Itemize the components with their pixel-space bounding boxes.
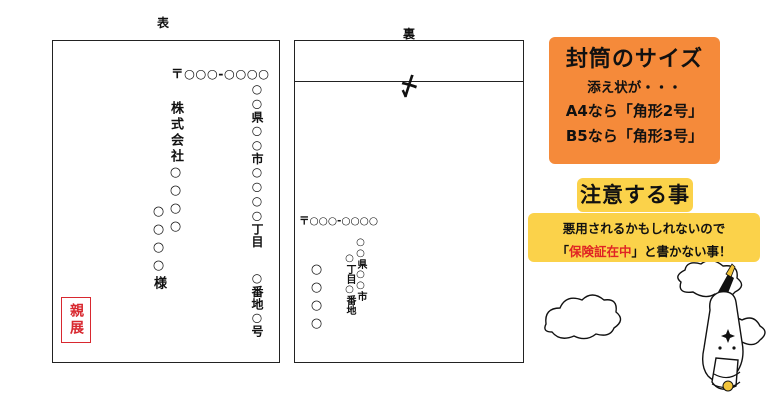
back-label: 裏 — [403, 27, 416, 41]
back-address-line2: ○丁目○番地 — [344, 253, 355, 315]
back-envelope: 〆 〒○○○-○○○○ ○○県○○市 ○丁目○番地 ○○○○ — [294, 40, 524, 363]
cloud-icon — [544, 294, 622, 340]
sender-name: ○○○○ — [309, 262, 324, 334]
back-postal-code: 〒○○○-○○○○ — [299, 215, 378, 227]
size-panel-line3: B5なら「角形3号」 — [565, 127, 704, 145]
front-label: 表 — [157, 16, 170, 30]
caution-title-panel: 注意する事 — [577, 178, 693, 212]
decorative-illustration — [544, 262, 766, 392]
size-panel-title: 封筒のサイズ — [565, 47, 704, 72]
recipient-name: ○○○○様 — [151, 204, 166, 292]
back-address-line1: ○○県○○市 — [355, 237, 366, 301]
size-panel-line1: 添え状が・・・ — [587, 80, 682, 96]
envelope-flap-line — [295, 81, 523, 82]
front-envelope: 〒○○○-○○○○ ○○県○○市○○○○丁目 ○番地○号 株式会社○○○○ ○○… — [52, 40, 280, 363]
front-address-line1: ○○県○○市○○○○丁目 — [250, 82, 264, 248]
caution-highlight: 保険証在中 — [568, 244, 632, 259]
caution-body-panel: 悪用されるかもしれないので 「保険証在中」と書かない事！ — [528, 213, 760, 262]
caution-quote-open: 「 — [556, 244, 569, 259]
caution-title: 注意する事 — [580, 183, 690, 207]
size-panel-line2: A4なら「角形2号」 — [565, 102, 704, 120]
company-name: 株式会社○○○○ — [168, 101, 183, 237]
hand-pen-icon — [701, 263, 744, 392]
front-address-line2: ○番地○号 — [250, 271, 264, 338]
front-postal-code: 〒○○○-○○○○ — [171, 66, 270, 81]
seal-mark: 〆 — [394, 71, 424, 103]
confidential-stamp: 親展 — [61, 297, 91, 343]
caution-line1: 悪用されるかもしれないので — [562, 221, 726, 236]
caution-line2: 「保険証在中」と書かない事！ — [528, 241, 760, 260]
envelope-size-panel: 封筒のサイズ 添え状が・・・ A4なら「角形2号」 B5なら「角形3号」 — [549, 37, 720, 164]
caution-line2-rest: 」と書かない事！ — [631, 244, 732, 259]
